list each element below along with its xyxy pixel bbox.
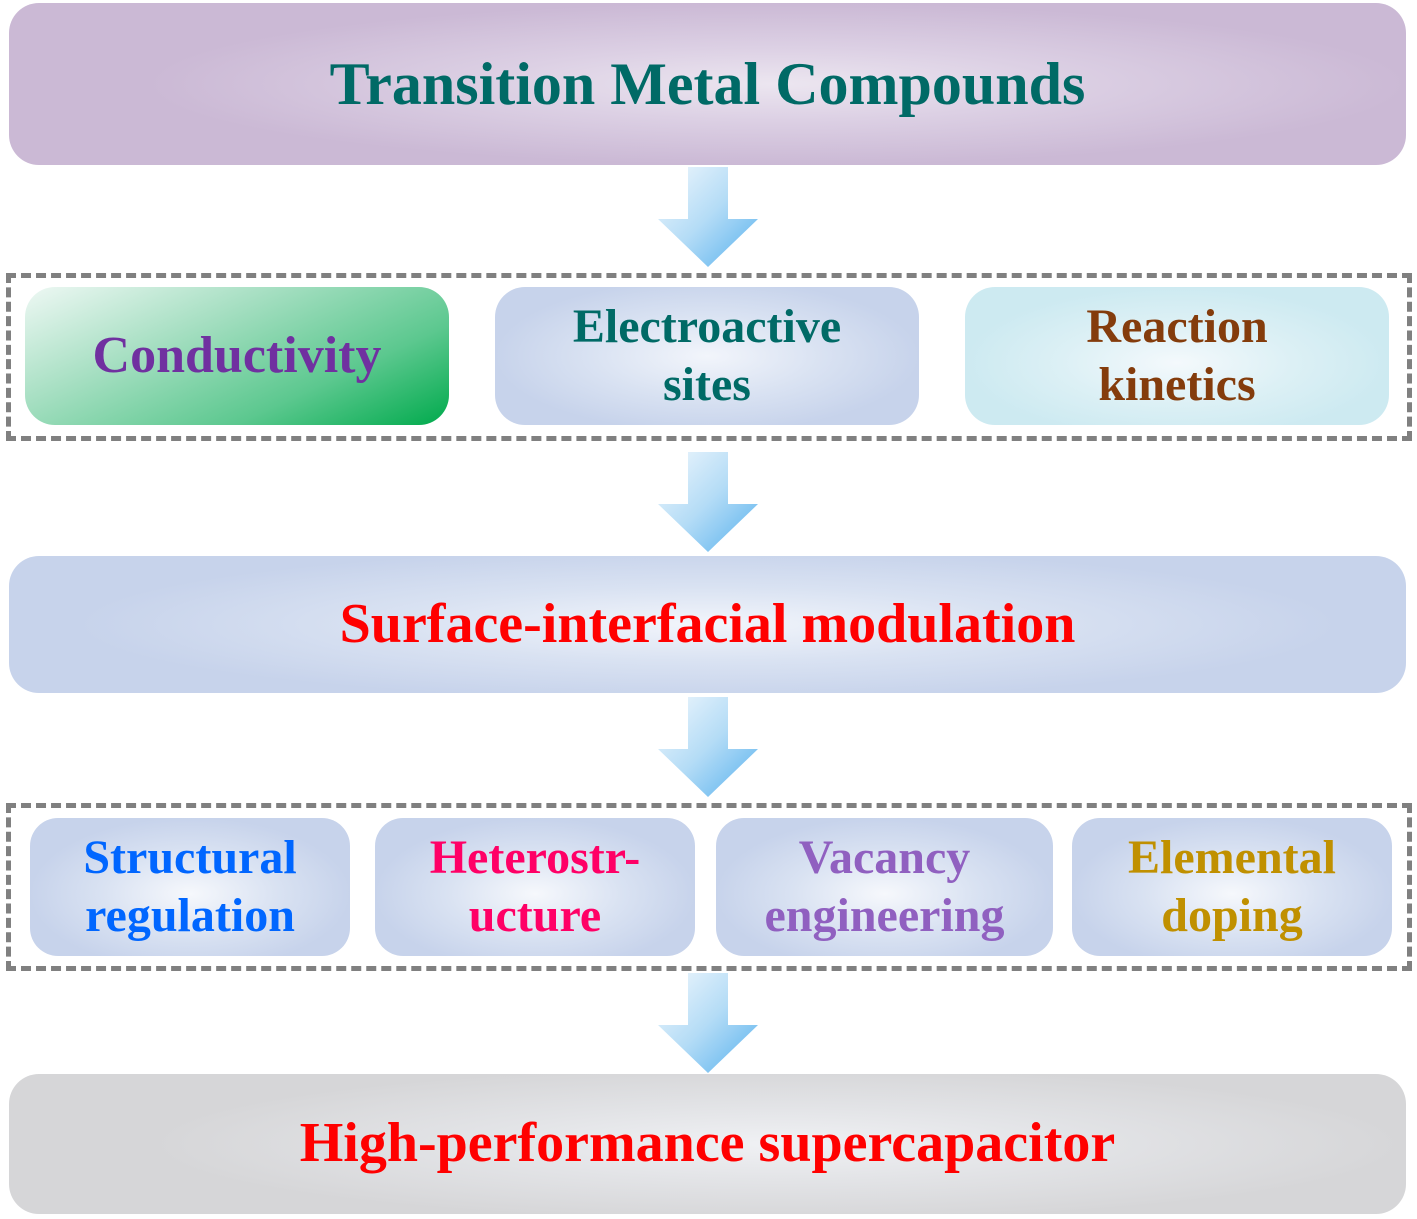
methods-group bbox=[6, 803, 1412, 971]
title-text: Transition Metal Compounds bbox=[329, 51, 1086, 117]
title-box: Transition Metal Compounds bbox=[9, 3, 1406, 165]
challenge-label-line1: Reaction bbox=[1086, 300, 1268, 354]
method-elemental-doping: Elemental doping bbox=[1072, 818, 1392, 956]
challenge-label: Conductivity bbox=[92, 326, 382, 384]
method-vacancy-engineering: Vacancy engineering bbox=[716, 818, 1053, 956]
method-structural-regulation: Structural regulation bbox=[30, 818, 350, 956]
outcome-text: High-performance supercapacitor bbox=[299, 1112, 1116, 1175]
strategy-text: Surface-interfacial modulation bbox=[339, 592, 1076, 655]
challenge-label-line2: kinetics bbox=[1098, 358, 1256, 411]
challenge-label-line1: Electroactive bbox=[572, 300, 842, 354]
challenges-group bbox=[6, 273, 1412, 441]
method-heterostructure: Heterostr- ucture bbox=[375, 818, 695, 956]
challenge-label-line2: sites bbox=[663, 358, 751, 411]
method-label-line1: Structural bbox=[83, 831, 297, 885]
method-label-line2: doping bbox=[1161, 889, 1303, 942]
down-arrow-icon bbox=[658, 452, 758, 552]
method-label-line2: ucture bbox=[468, 889, 602, 942]
outcome-box: High-performance supercapacitor bbox=[9, 1074, 1406, 1214]
method-label-line2: engineering bbox=[764, 889, 1005, 942]
down-arrow-icon bbox=[658, 973, 758, 1073]
challenge-conductivity: Conductivity bbox=[25, 287, 449, 425]
method-label-line1: Heterostr- bbox=[429, 831, 641, 885]
method-label-line1: Vacancy bbox=[798, 831, 971, 885]
strategy-box: Surface-interfacial modulation bbox=[9, 556, 1406, 693]
challenge-reaction-kinetics: Reaction kinetics bbox=[965, 287, 1389, 425]
down-arrow-icon bbox=[658, 167, 758, 267]
method-label-line1: Elemental bbox=[1128, 831, 1336, 885]
method-label-line2: regulation bbox=[85, 889, 295, 942]
down-arrow-icon bbox=[658, 697, 758, 797]
challenge-electroactive-sites: Electroactive sites bbox=[495, 287, 919, 425]
